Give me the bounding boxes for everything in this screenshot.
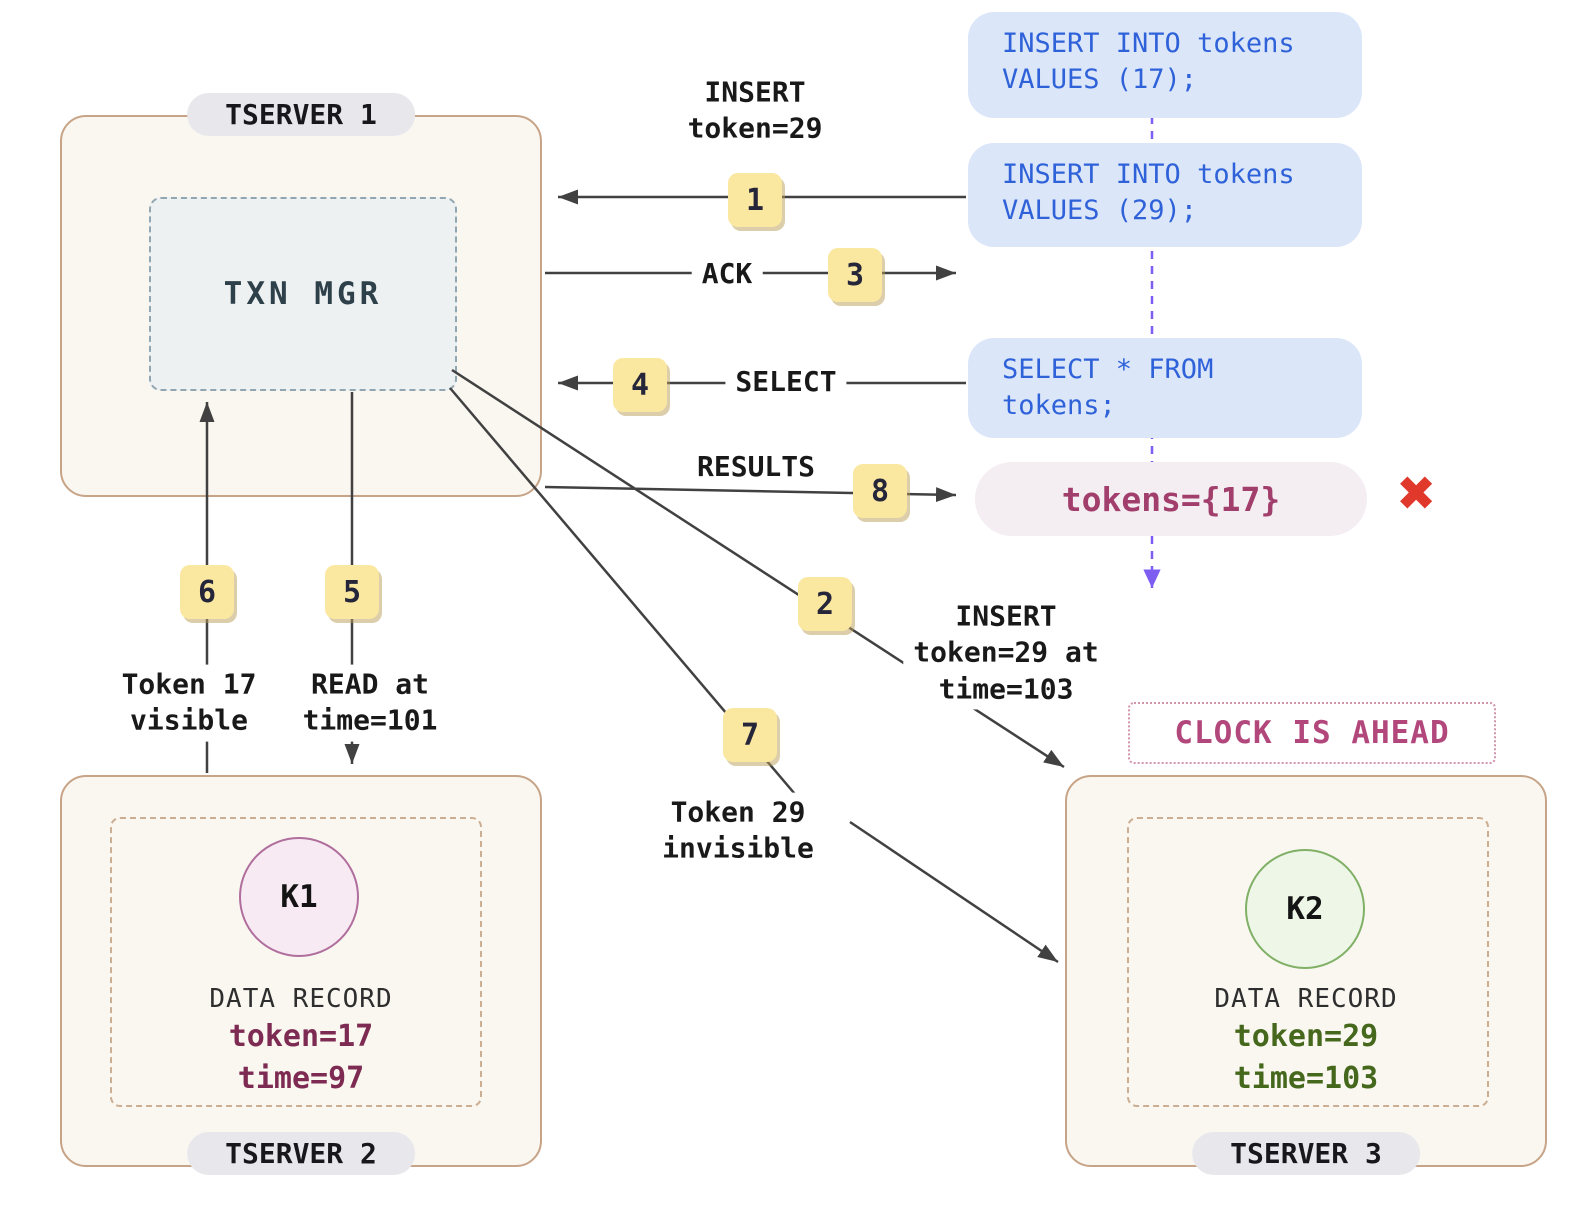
- label-token17-visible: Token 17 visible: [111, 664, 267, 742]
- label-read-time101: READ at time=101: [292, 664, 448, 742]
- label-insert-token29: INSERT token=29: [677, 72, 833, 150]
- label-insert-token29-time103: INSERT token=29 at time=103: [903, 596, 1109, 710]
- arrow-7-token29-line-b: [849, 820, 1059, 964]
- tserver2-data-region: [110, 817, 482, 1107]
- k1-node-label: K1: [280, 879, 318, 915]
- tserver2-record-time: time=97: [237, 1061, 365, 1096]
- txn-mgr-box: TXN MGR: [149, 197, 457, 391]
- k2-node-label: K2: [1286, 891, 1324, 927]
- step-badge-1: 1: [728, 173, 782, 227]
- step-badge-2: 2: [798, 577, 852, 631]
- tserver2-record-token: token=17: [228, 1019, 374, 1054]
- sql-insert-17-box: INSERT INTO tokens VALUES (17);: [968, 12, 1362, 118]
- tserver1-label: TSERVER 1: [187, 93, 415, 136]
- tserver1-box: TSERVER 1 TXN MGR: [60, 93, 542, 497]
- label-ack: ACK: [691, 253, 763, 295]
- sql-insert-29-box: INSERT INTO tokens VALUES (29);: [968, 143, 1362, 247]
- k2-node: K2: [1245, 849, 1365, 969]
- tserver3-data-region: [1127, 817, 1489, 1107]
- sql-select-text: SELECT * FROM tokens;: [1002, 354, 1214, 422]
- tserver2-label: TSERVER 2: [187, 1132, 415, 1175]
- tserver3-label: TSERVER 3: [1192, 1132, 1420, 1175]
- query-result-text: tokens={17}: [1061, 479, 1281, 519]
- sql-insert-29-text: INSERT INTO tokens VALUES (29);: [1002, 159, 1295, 227]
- step-badge-3: 3: [828, 248, 882, 302]
- label-results: RESULTS: [686, 446, 826, 488]
- tserver3-box: K2 DATA RECORD token=29 time=103 TSERVER…: [1065, 775, 1547, 1175]
- step-badge-7: 7: [723, 708, 777, 762]
- tserver2-box: K1 DATA RECORD token=17 time=97 TSERVER …: [60, 775, 542, 1175]
- step-badge-6: 6: [180, 565, 234, 619]
- tserver3-record-token: token=29: [1233, 1019, 1379, 1054]
- tserver2-record-title: DATA RECORD: [209, 984, 393, 1014]
- k1-node: K1: [239, 837, 359, 957]
- step-badge-5: 5: [325, 565, 379, 619]
- tserver3-record-time: time=103: [1233, 1061, 1379, 1096]
- label-token29-invisible: Token 29 invisible: [652, 792, 824, 870]
- tserver3-record-title: DATA RECORD: [1214, 984, 1398, 1014]
- step-badge-8: 8: [853, 464, 907, 518]
- error-x-icon: ✖: [1396, 466, 1437, 522]
- sql-select-box: SELECT * FROM tokens;: [968, 338, 1362, 438]
- label-select: SELECT: [725, 361, 847, 403]
- clock-ahead-warning: CLOCK IS AHEAD: [1128, 702, 1496, 764]
- step-badge-4: 4: [613, 358, 667, 412]
- query-result-box: tokens={17}: [975, 462, 1367, 536]
- txn-mgr-label: TXN MGR: [223, 276, 383, 312]
- sql-insert-17-text: INSERT INTO tokens VALUES (17);: [1002, 28, 1295, 96]
